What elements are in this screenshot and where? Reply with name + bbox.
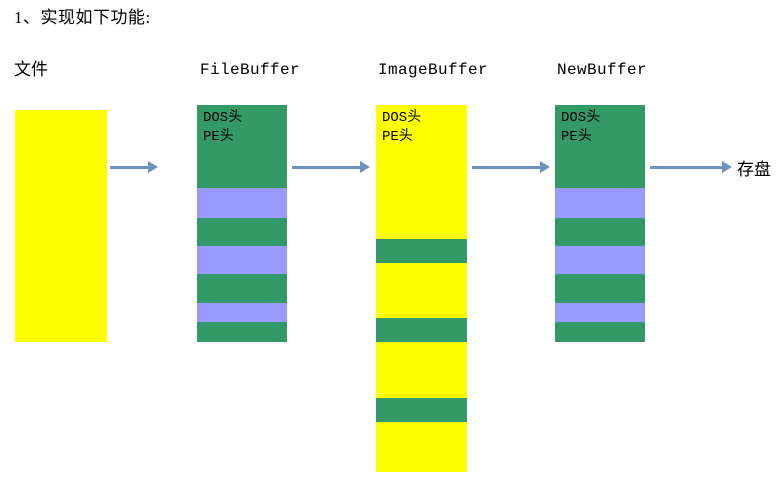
arrow-newbuffer-to-save — [650, 160, 732, 174]
page-title: 1、实现如下功能: — [14, 8, 151, 27]
new-buffer-block-band-dos-pe-header-0 — [555, 105, 645, 188]
file-buffer-block-band-section-gap-1 — [197, 188, 287, 218]
file-buffer-block-band-section-gap-3 — [197, 246, 287, 274]
image-buffer-block-band-dos-pe-header-aligned-0 — [376, 105, 467, 239]
image-buffer-block-band-section-1 — [376, 239, 467, 263]
arrow-imagebuffer-to-newbuffer — [472, 160, 550, 174]
new-buffer-block: DOS头 PE头 — [555, 105, 645, 342]
arrow-imagebuffer-to-newbuffer-head-icon — [540, 161, 550, 173]
arrow-file-to-filebuffer-head-icon — [148, 161, 158, 173]
new-buffer-block-pe-header-label: PE头 — [561, 129, 592, 145]
new-buffer-block-dos-header-label: DOS头 — [561, 110, 601, 126]
file-block — [15, 110, 107, 342]
file-buffer-block: DOS头 PE头 — [197, 105, 287, 342]
new-buffer-block-band-section-4 — [555, 274, 645, 303]
label-file-buffer: FileBuffer — [200, 61, 301, 79]
arrow-filebuffer-to-imagebuffer-shaft — [292, 166, 361, 169]
new-buffer-block-band-section-2 — [555, 218, 645, 246]
new-buffer-block-band-section-gap-3 — [555, 246, 645, 274]
file-buffer-block-band-section-2 — [197, 218, 287, 246]
new-buffer-block-band-section-gap-5 — [555, 303, 645, 322]
image-buffer-block-band-section-padding-4 — [376, 342, 467, 398]
image-buffer-block-band-section-5 — [376, 398, 467, 422]
arrow-newbuffer-to-save-shaft — [650, 166, 723, 169]
file-buffer-block-band-dos-pe-header-0 — [197, 105, 287, 188]
label-new-buffer: NewBuffer — [557, 61, 648, 79]
image-buffer-block-band-section-3 — [376, 318, 467, 342]
image-buffer-block-band-section-padding-2 — [376, 263, 467, 318]
image-buffer-block-dos-header-label: DOS头 — [382, 110, 422, 126]
file-buffer-block-pe-header-label: PE头 — [203, 129, 234, 145]
file-buffer-block-band-section-6 — [197, 322, 287, 342]
file-block-band-raw-file-data-0 — [15, 110, 107, 342]
label-file: 文件 — [14, 60, 48, 79]
label-image-buffer: ImageBuffer — [378, 61, 489, 79]
image-buffer-block-band-section-padding-6 — [376, 422, 467, 472]
arrow-imagebuffer-to-newbuffer-shaft — [472, 166, 541, 169]
file-buffer-block-band-section-4 — [197, 274, 287, 303]
image-buffer-block-pe-header-label: PE头 — [382, 129, 413, 145]
new-buffer-block-header-text: DOS头 PE头 — [561, 109, 600, 147]
file-buffer-block-band-section-gap-5 — [197, 303, 287, 322]
arrow-newbuffer-to-save-head-icon — [722, 161, 732, 173]
arrow-filebuffer-to-imagebuffer-head-icon — [360, 161, 370, 173]
image-buffer-block-header-text: DOS头 PE头 — [382, 109, 421, 147]
new-buffer-block-band-section-gap-1 — [555, 188, 645, 218]
arrow-file-to-filebuffer — [110, 160, 158, 174]
save-to-disk-label: 存盘 — [737, 160, 771, 179]
arrow-file-to-filebuffer-shaft — [110, 166, 149, 169]
image-buffer-block: DOS头 PE头 — [376, 105, 467, 472]
file-buffer-block-header-text: DOS头 PE头 — [203, 109, 242, 147]
new-buffer-block-band-section-6 — [555, 322, 645, 342]
file-buffer-block-dos-header-label: DOS头 — [203, 110, 243, 126]
arrow-filebuffer-to-imagebuffer — [292, 160, 370, 174]
